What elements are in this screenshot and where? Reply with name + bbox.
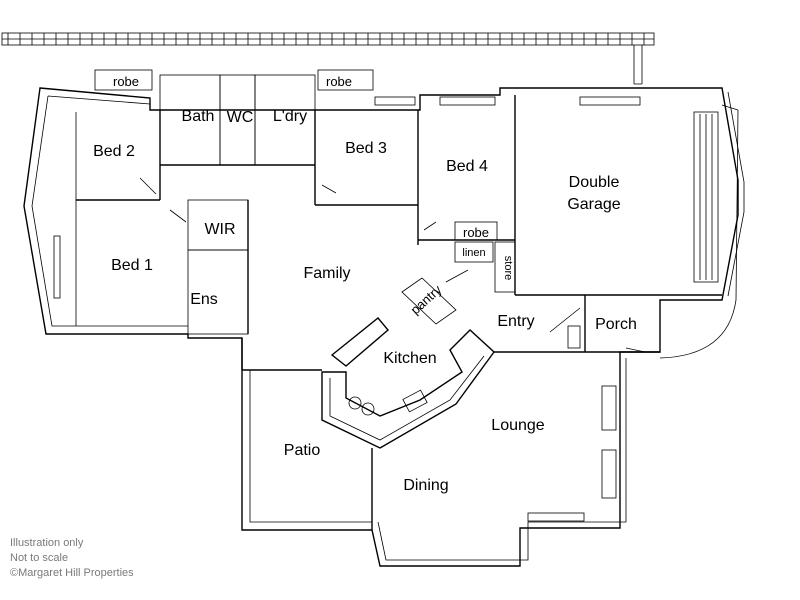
room-label-robe-mid: robe [326,74,352,89]
room-label-family: Family [303,265,350,282]
room-label-laundry: L'dry [273,108,307,125]
room-label-bath: Bath [182,108,215,125]
kitchen-counters [321,277,495,449]
room-labels: Bed 2 Bed 1 Bath WC L'dry WIR Ens Bed 3 … [93,74,637,494]
room-label-porch: Porch [595,316,637,333]
room-label-bed1: Bed 1 [111,257,153,274]
room-label-ensuite: Ens [190,291,218,308]
room-label-dining: Dining [403,477,448,494]
interior-walls [75,69,722,530]
plan-notes: Illustration only Not to scale ©Margaret… [10,536,134,581]
room-label-kitchen: Kitchen [383,350,436,367]
note-illustration: Illustration only [10,537,84,549]
doors [139,177,646,353]
room-label-bed4: Bed 4 [446,158,488,175]
note-scale: Not to scale [10,552,69,564]
room-label-store: store [502,256,514,280]
room-label-patio: Patio [284,442,321,459]
room-label-robe-left: robe [113,74,139,89]
room-label-bed3: Bed 3 [345,140,387,157]
room-label-robe-bed4: robe [463,225,489,240]
room-label-wir: WIR [204,221,235,238]
room-label-linen: linen [462,247,485,259]
fence-strip [1,32,655,85]
room-label-garage-line1: Double [569,174,620,191]
room-label-entry: Entry [497,313,534,330]
room-label-garage-line2: Garage [567,196,620,213]
room-label-bed2: Bed 2 [93,143,135,160]
room-label-wc: WC [227,109,254,126]
room-label-lounge: Lounge [491,417,544,434]
note-copyright: ©Margaret Hill Properties [10,567,134,579]
windows [53,96,719,522]
